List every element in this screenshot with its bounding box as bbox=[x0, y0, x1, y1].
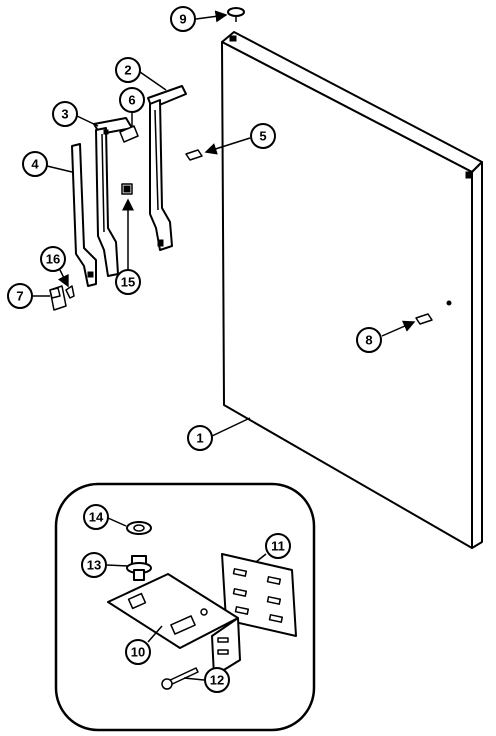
shim-part-6 bbox=[119, 125, 139, 143]
callout-3: 3 bbox=[52, 101, 99, 127]
screw-part-12 bbox=[161, 667, 199, 690]
clip-part-7 bbox=[49, 285, 67, 311]
pin-part-16 bbox=[65, 285, 75, 299]
screw-part-5 bbox=[185, 149, 203, 161]
svg-text:5: 5 bbox=[259, 129, 266, 144]
callout-7: 7 bbox=[7, 283, 50, 309]
callout-8: 8 bbox=[356, 320, 416, 353]
svg-text:15: 15 bbox=[121, 275, 135, 290]
svg-text:7: 7 bbox=[16, 289, 23, 304]
svg-text:12: 12 bbox=[210, 673, 224, 688]
svg-text:10: 10 bbox=[131, 645, 145, 660]
callout-13: 13 bbox=[81, 552, 129, 578]
svg-text:2: 2 bbox=[124, 63, 131, 78]
callout-11: 11 bbox=[255, 533, 291, 563]
callout-5: 5 bbox=[204, 123, 276, 155]
callout-10: 10 bbox=[125, 625, 163, 665]
svg-text:11: 11 bbox=[271, 539, 285, 554]
callout-1: 1 bbox=[187, 417, 251, 451]
screw-part-9 bbox=[227, 7, 245, 22]
callout-4: 4 bbox=[22, 151, 73, 177]
hinge-bracket-4 bbox=[71, 143, 97, 287]
spacer-part-15 bbox=[121, 183, 133, 195]
svg-text:3: 3 bbox=[61, 107, 68, 122]
washer-part-14 bbox=[126, 521, 152, 535]
svg-text:4: 4 bbox=[31, 157, 39, 172]
detail-inset: 14 13 11 10 12 bbox=[54, 482, 316, 732]
svg-text:1: 1 bbox=[196, 431, 203, 446]
callout-6: 6 bbox=[119, 87, 145, 126]
svg-text:16: 16 bbox=[46, 252, 60, 267]
callout-16: 16 bbox=[40, 246, 69, 288]
hinge-bracket-2 bbox=[147, 85, 187, 251]
door-panel bbox=[221, 31, 483, 549]
screw-part-8 bbox=[415, 313, 433, 325]
svg-text:6: 6 bbox=[128, 93, 135, 108]
callout-2: 2 bbox=[115, 57, 167, 91]
callout-9: 9 bbox=[170, 6, 228, 32]
callout-15: 15 bbox=[115, 198, 141, 295]
hinge-plate-11 bbox=[221, 553, 297, 637]
svg-text:14: 14 bbox=[89, 510, 104, 525]
stud-part-13 bbox=[126, 555, 152, 581]
callout-12: 12 bbox=[183, 667, 230, 693]
callout-14: 14 bbox=[83, 504, 127, 530]
svg-text:8: 8 bbox=[365, 333, 372, 348]
svg-text:9: 9 bbox=[179, 12, 186, 27]
svg-text:13: 13 bbox=[87, 558, 101, 573]
